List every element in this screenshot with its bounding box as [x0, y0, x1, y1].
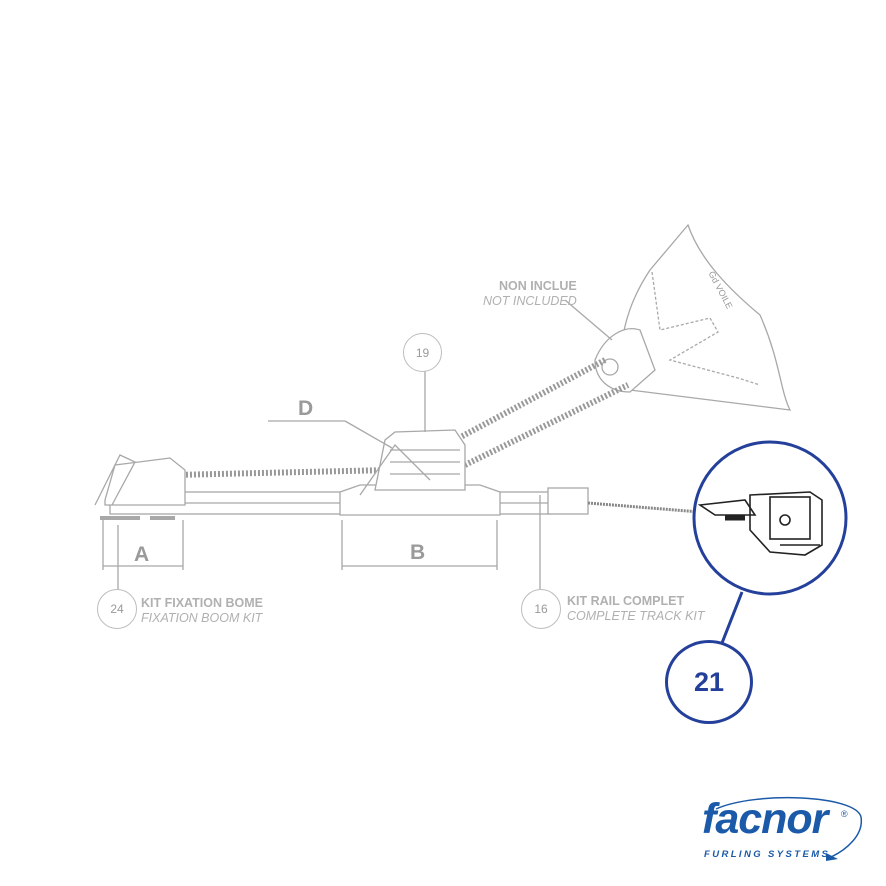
detail-21-magnifier: [692, 440, 848, 644]
part-19-badge: 19: [403, 333, 442, 372]
logo-tagline: FURLING SYSTEMS: [704, 849, 831, 860]
not-included-en: NOT INCLUDED: [483, 294, 577, 308]
not-included-fr: NON INCLUE: [498, 279, 577, 293]
dimension-b: B: [410, 541, 426, 564]
track-car: [339, 484, 501, 516]
boom-kit-en: FIXATION BOOM KIT: [141, 611, 263, 625]
dimension-a: A: [134, 543, 150, 566]
tack-fitting: [594, 328, 656, 393]
sail-reinforcement: [651, 271, 761, 386]
boom-kit-label: KIT FIXATION BOME FIXATION BOOM KIT: [141, 596, 263, 626]
facnor-logo: facnor ® FURLING SYSTEMS: [696, 795, 866, 865]
part-21-callout: 21: [665, 640, 753, 724]
track-kit-label: KIT RAIL COMPLET COMPLETE TRACK KIT: [567, 594, 705, 624]
track-kit-fr: KIT RAIL COMPLET: [567, 594, 685, 608]
track-kit-en: COMPLETE TRACK KIT: [567, 609, 705, 623]
sail-outline: [621, 223, 792, 411]
dimension-d: D: [298, 397, 314, 420]
boom-fixation-car: [104, 457, 186, 506]
boom-kit-fr: KIT FIXATION BOME: [141, 596, 263, 610]
logo-wordmark: facnor: [702, 795, 828, 843]
not-included-label: NON INCLUE NOT INCLUDED: [483, 279, 577, 309]
track-end-stop: [547, 487, 589, 515]
part-24-badge: 24: [97, 589, 137, 629]
logo-registered: ®: [841, 809, 848, 819]
part-16-badge: 16: [521, 589, 561, 629]
logo-swoosh: [715, 796, 862, 861]
